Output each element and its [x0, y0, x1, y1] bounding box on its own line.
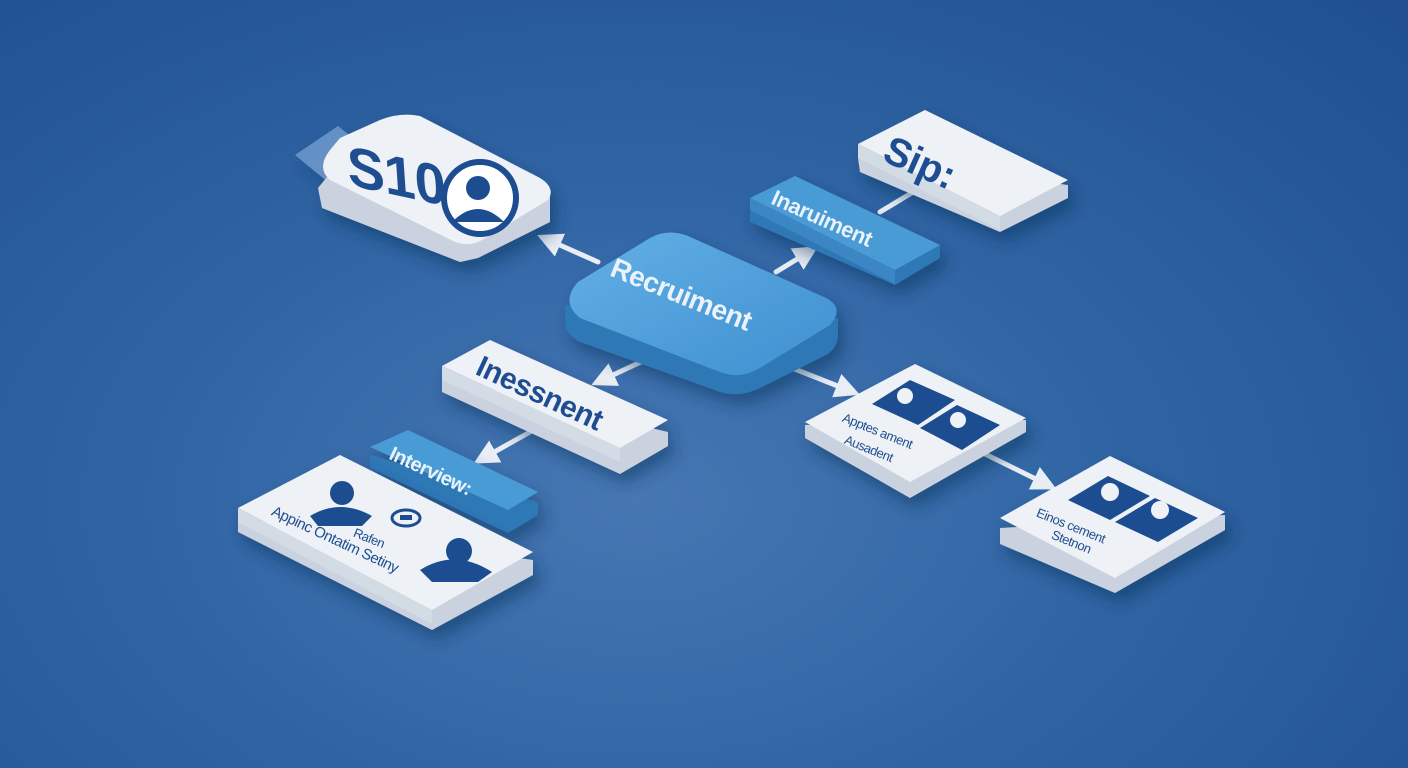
group-photo-icon-2: [1068, 476, 1198, 542]
s10-card: [295, 114, 551, 262]
arrow-to-apptes: [789, 365, 860, 398]
recruitment-card[interactable]: [565, 232, 838, 395]
inessnent-card: [442, 340, 668, 474]
arrow-to-einos: [982, 451, 1057, 490]
interview-card: [370, 430, 538, 533]
apptes-card: [805, 364, 1026, 498]
arrow-to-inaruiment: [773, 246, 819, 275]
badge-icon: [390, 508, 422, 528]
person-icon-2: [420, 538, 492, 582]
appinc-card: [238, 455, 533, 630]
arrow-to-inessnent: [591, 357, 648, 386]
group-photo-icon: [872, 380, 1000, 450]
arrow-to-s10: [537, 233, 601, 265]
arrow-to-interview: [473, 429, 533, 464]
connector-arrows: [473, 182, 1057, 490]
sip-card: [858, 110, 1068, 232]
person-icon: [310, 481, 372, 526]
inaruiment-card: [750, 176, 940, 285]
einos-card: [1000, 456, 1225, 593]
